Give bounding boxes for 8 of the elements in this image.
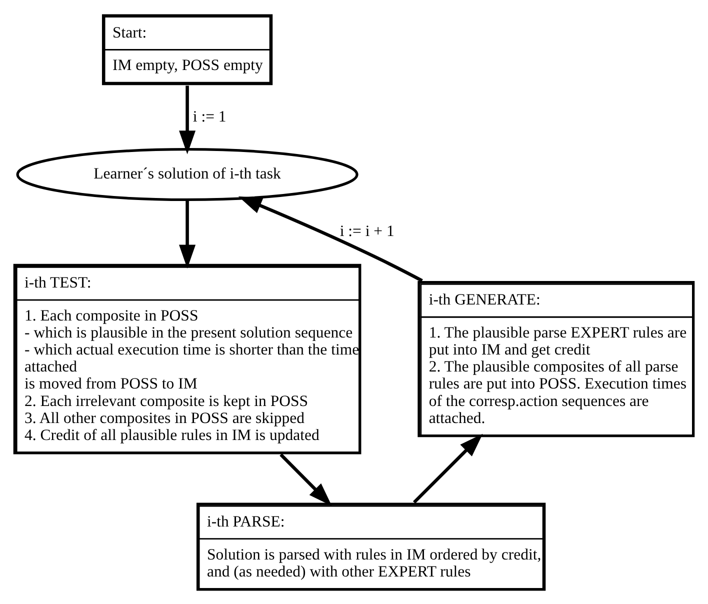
arrow (412, 433, 483, 504)
arrow (280, 452, 332, 506)
arrow (238, 196, 423, 282)
arrow (179, 199, 196, 268)
arrow (179, 85, 196, 154)
node-ellipse: Learner´s solution of i-th task (16, 148, 358, 200)
edge-label: i := i + 1 (340, 222, 394, 240)
edge-label: i := 1 (192, 108, 226, 125)
